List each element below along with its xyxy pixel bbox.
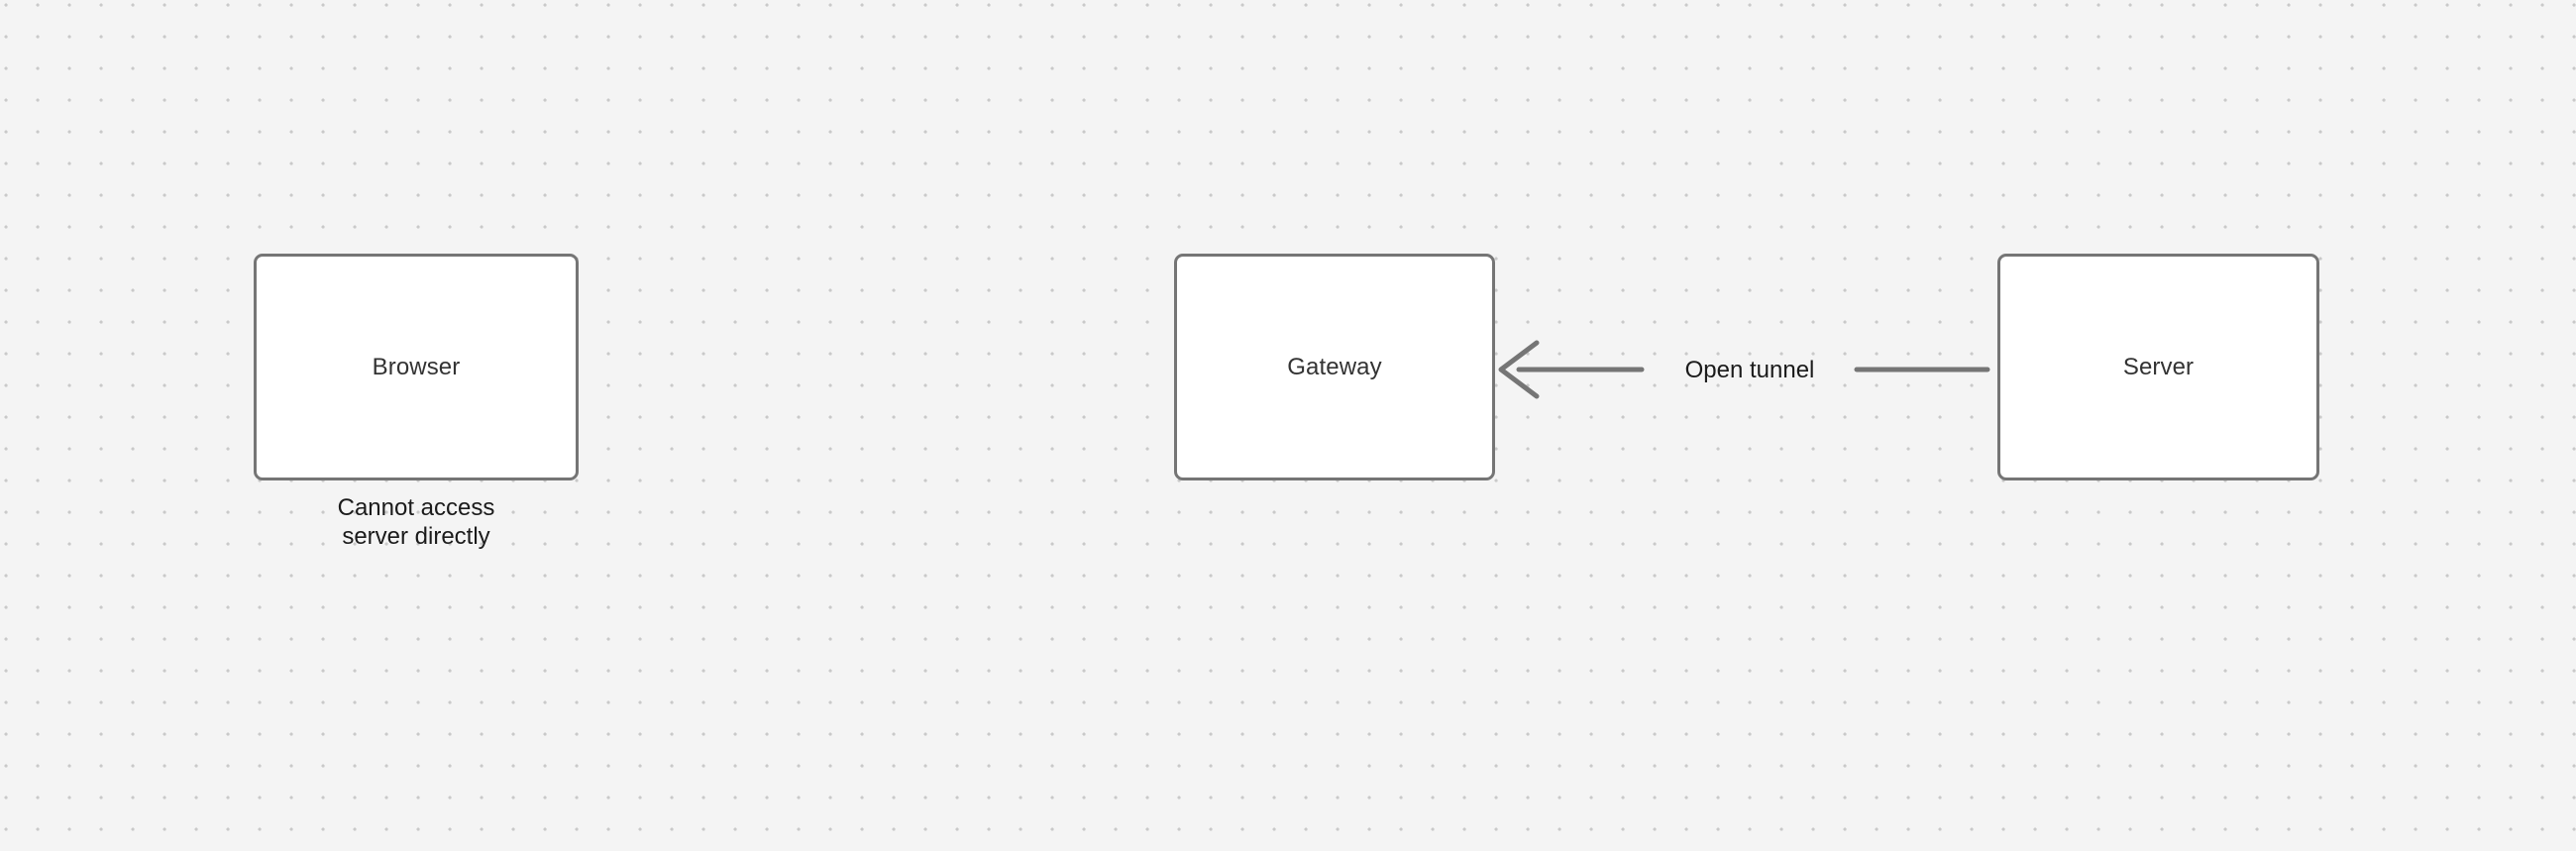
- node-browser-label: Browser: [372, 353, 461, 380]
- node-browser[interactable]: Browser: [254, 254, 579, 480]
- node-server[interactable]: Server: [1997, 254, 2319, 480]
- node-gateway-label: Gateway: [1287, 353, 1382, 380]
- node-server-label: Server: [2122, 353, 2195, 380]
- node-browser-sublabel: Cannot access server directly: [337, 494, 495, 550]
- arrow-left-icon: [1498, 340, 1540, 399]
- node-gateway[interactable]: Gateway: [1174, 254, 1495, 480]
- edge-label-open-tunnel[interactable]: Open tunnel: [1684, 357, 1815, 383]
